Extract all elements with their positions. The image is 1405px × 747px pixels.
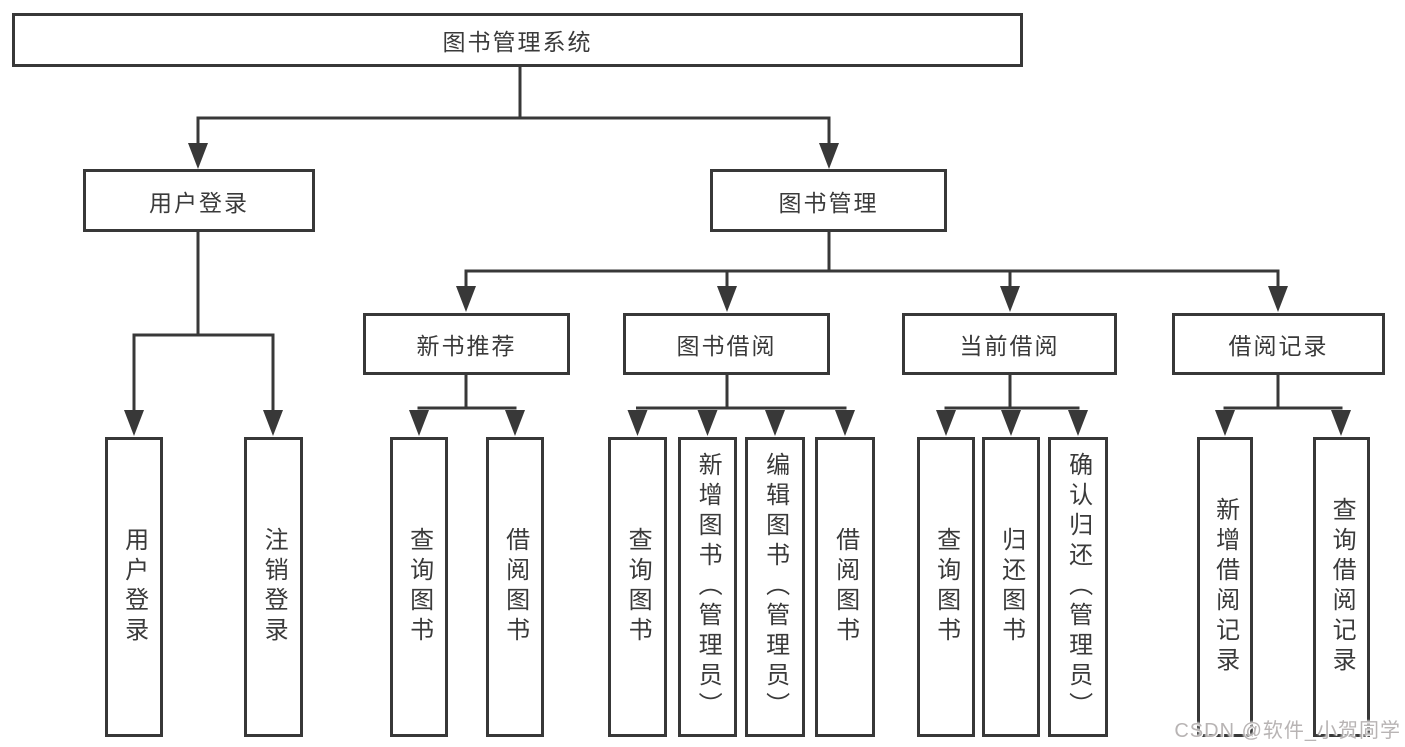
- node-new-book-recommend: 新书推荐: [363, 313, 570, 375]
- leaf-borrow-book-label: 借阅图书: [501, 527, 529, 647]
- node-current-borrow-label: 当前借阅: [959, 333, 1060, 359]
- leaf-query-book: 查询图书: [390, 437, 448, 737]
- leaf-return-book-label: 归还图书: [997, 527, 1025, 647]
- leaf-logout-label: 注销登录: [260, 527, 288, 647]
- node-borrow-record-label: 借阅记录: [1228, 333, 1329, 359]
- node-book-management: 图书管理: [710, 169, 947, 232]
- leaf-query-borrow-record-label: 查询借阅记录: [1328, 497, 1356, 677]
- leaf-query-book-label: 查询图书: [405, 527, 433, 647]
- node-user-login-label: 用户登录: [149, 189, 249, 216]
- leaf-edit-book-admin-label: 编辑图书（管理员）: [761, 452, 789, 722]
- leaf-add-borrow-record: 新增借阅记录: [1197, 437, 1253, 737]
- leaf-add-borrow-record-label: 新增借阅记录: [1211, 497, 1239, 677]
- leaf-add-book-admin-label: 新增图书（管理员）: [694, 452, 722, 722]
- node-user-login: 用户登录: [83, 169, 315, 232]
- leaf-add-book-admin: 新增图书（管理员）: [678, 437, 737, 737]
- node-book-management-label: 图书管理: [778, 189, 879, 216]
- leaf-user-login-label: 用户登录: [120, 527, 148, 647]
- leaf-return-book: 归还图书: [982, 437, 1040, 737]
- leaf-query-book: 查询图书: [608, 437, 667, 737]
- node-borrow-record: 借阅记录: [1172, 313, 1385, 375]
- node-current-borrow: 当前借阅: [902, 313, 1117, 375]
- node-root-label: 图书管理系统: [442, 29, 593, 55]
- leaf-borrow-book: 借阅图书: [815, 437, 875, 737]
- node-new-book-recommend-label: 新书推荐: [416, 333, 517, 359]
- leaf-query-book: 查询图书: [917, 437, 975, 737]
- leaf-confirm-return-admin-label: 确认归还（管理员）: [1064, 452, 1092, 722]
- csdn-watermark: CSDN @软件_小贺同学: [1174, 720, 1401, 742]
- leaf-borrow-book-label: 借阅图书: [831, 527, 859, 647]
- leaf-borrow-book: 借阅图书: [486, 437, 544, 737]
- leaf-query-book-label: 查询图书: [932, 527, 960, 647]
- leaf-confirm-return-admin: 确认归还（管理员）: [1048, 437, 1108, 737]
- leaf-edit-book-admin: 编辑图书（管理员）: [745, 437, 805, 737]
- leaf-query-borrow-record: 查询借阅记录: [1313, 437, 1370, 737]
- leaf-logout: 注销登录: [244, 437, 303, 737]
- node-book-borrow-label: 图书借阅: [676, 333, 777, 359]
- node-root: 图书管理系统: [12, 13, 1023, 67]
- node-book-borrow: 图书借阅: [623, 313, 830, 375]
- leaf-query-book-label: 查询图书: [624, 527, 652, 647]
- leaf-user-login: 用户登录: [105, 437, 163, 737]
